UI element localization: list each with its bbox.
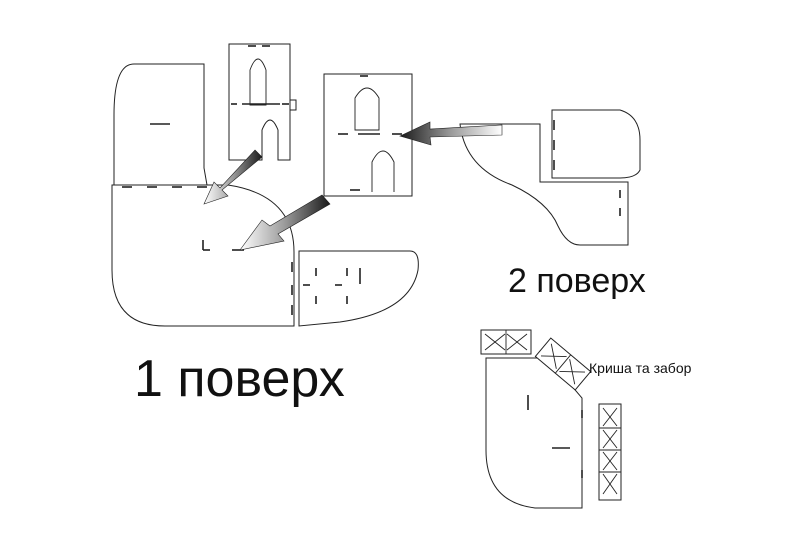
floor2-curved-wall-panel <box>551 109 641 179</box>
arrow-wall-to-base <box>203 149 263 205</box>
floor1-arched-wall-panel <box>228 43 297 161</box>
arrow-floor2-base-to-wall <box>399 121 503 146</box>
floor1-base-panel <box>111 184 295 327</box>
floor1-side-panel <box>298 250 419 327</box>
roof-fence-label: Криша та забор <box>589 360 692 376</box>
fence-panel-top <box>480 329 532 355</box>
floor2-base-panel <box>459 123 629 246</box>
floor2-label: 2 поверх <box>508 262 646 300</box>
floor2-arched-wall-panel <box>323 73 413 197</box>
floor1-label: 1 поверх <box>134 350 345 408</box>
arrow-floor2-wall-to-base <box>239 194 331 251</box>
fence-panel-vertical <box>598 403 622 501</box>
fence-panel-diagonal <box>534 337 592 391</box>
roof-panel <box>485 357 583 509</box>
floor1-curved-wall-panel <box>113 63 208 186</box>
